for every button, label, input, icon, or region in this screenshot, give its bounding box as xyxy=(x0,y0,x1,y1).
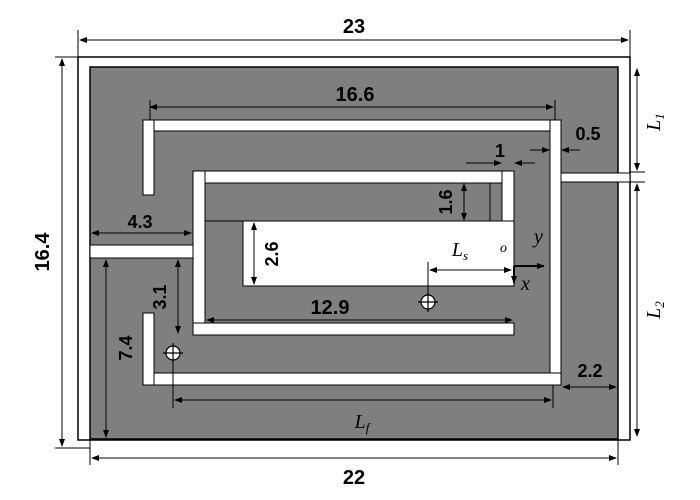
label-Lf: Lf xyxy=(354,411,372,435)
label-Ls: Ls xyxy=(451,239,468,263)
dim-label-12-9: 12.9 xyxy=(311,297,350,319)
slot-inner-bottom xyxy=(192,322,515,336)
label-axis-y: y xyxy=(532,226,543,248)
slot-bottom xyxy=(142,372,562,386)
dim-label-23: 23 xyxy=(343,16,365,38)
slot-core xyxy=(242,220,515,287)
slot-right-gap xyxy=(552,172,631,183)
dim-label-1-6: 1.6 xyxy=(436,189,456,214)
dim-label-2-2: 2.2 xyxy=(577,361,602,381)
dim-label-1: 1 xyxy=(495,141,505,161)
metal-finger xyxy=(204,182,491,222)
label-axis-x: x xyxy=(520,273,530,295)
dim-label-3-1: 3.1 xyxy=(150,284,170,309)
dim-label-16-4: 16.4 xyxy=(32,232,54,272)
dim-label-4-3: 4.3 xyxy=(127,212,152,232)
slot-top-left-stub xyxy=(142,119,155,196)
dim-label-7-4: 7.4 xyxy=(116,335,136,360)
label-L1: L1 xyxy=(643,113,667,132)
slot-right-vertical xyxy=(549,119,562,386)
label-L2: L2 xyxy=(643,301,667,320)
dim-label-22: 22 xyxy=(343,467,365,489)
slot-bottom-left-stub xyxy=(142,312,155,386)
via-holes xyxy=(163,292,438,363)
slot-left-gap xyxy=(89,244,194,259)
slot-inner-top xyxy=(192,170,515,184)
label-origin: o xyxy=(500,241,507,256)
dim-label-2-6: 2.6 xyxy=(262,241,282,266)
dim-label-0-5: 0.5 xyxy=(575,124,600,144)
slot-inner-left xyxy=(192,170,206,336)
dim-label-16-6: 16.6 xyxy=(336,84,375,106)
slot-top xyxy=(142,119,562,132)
